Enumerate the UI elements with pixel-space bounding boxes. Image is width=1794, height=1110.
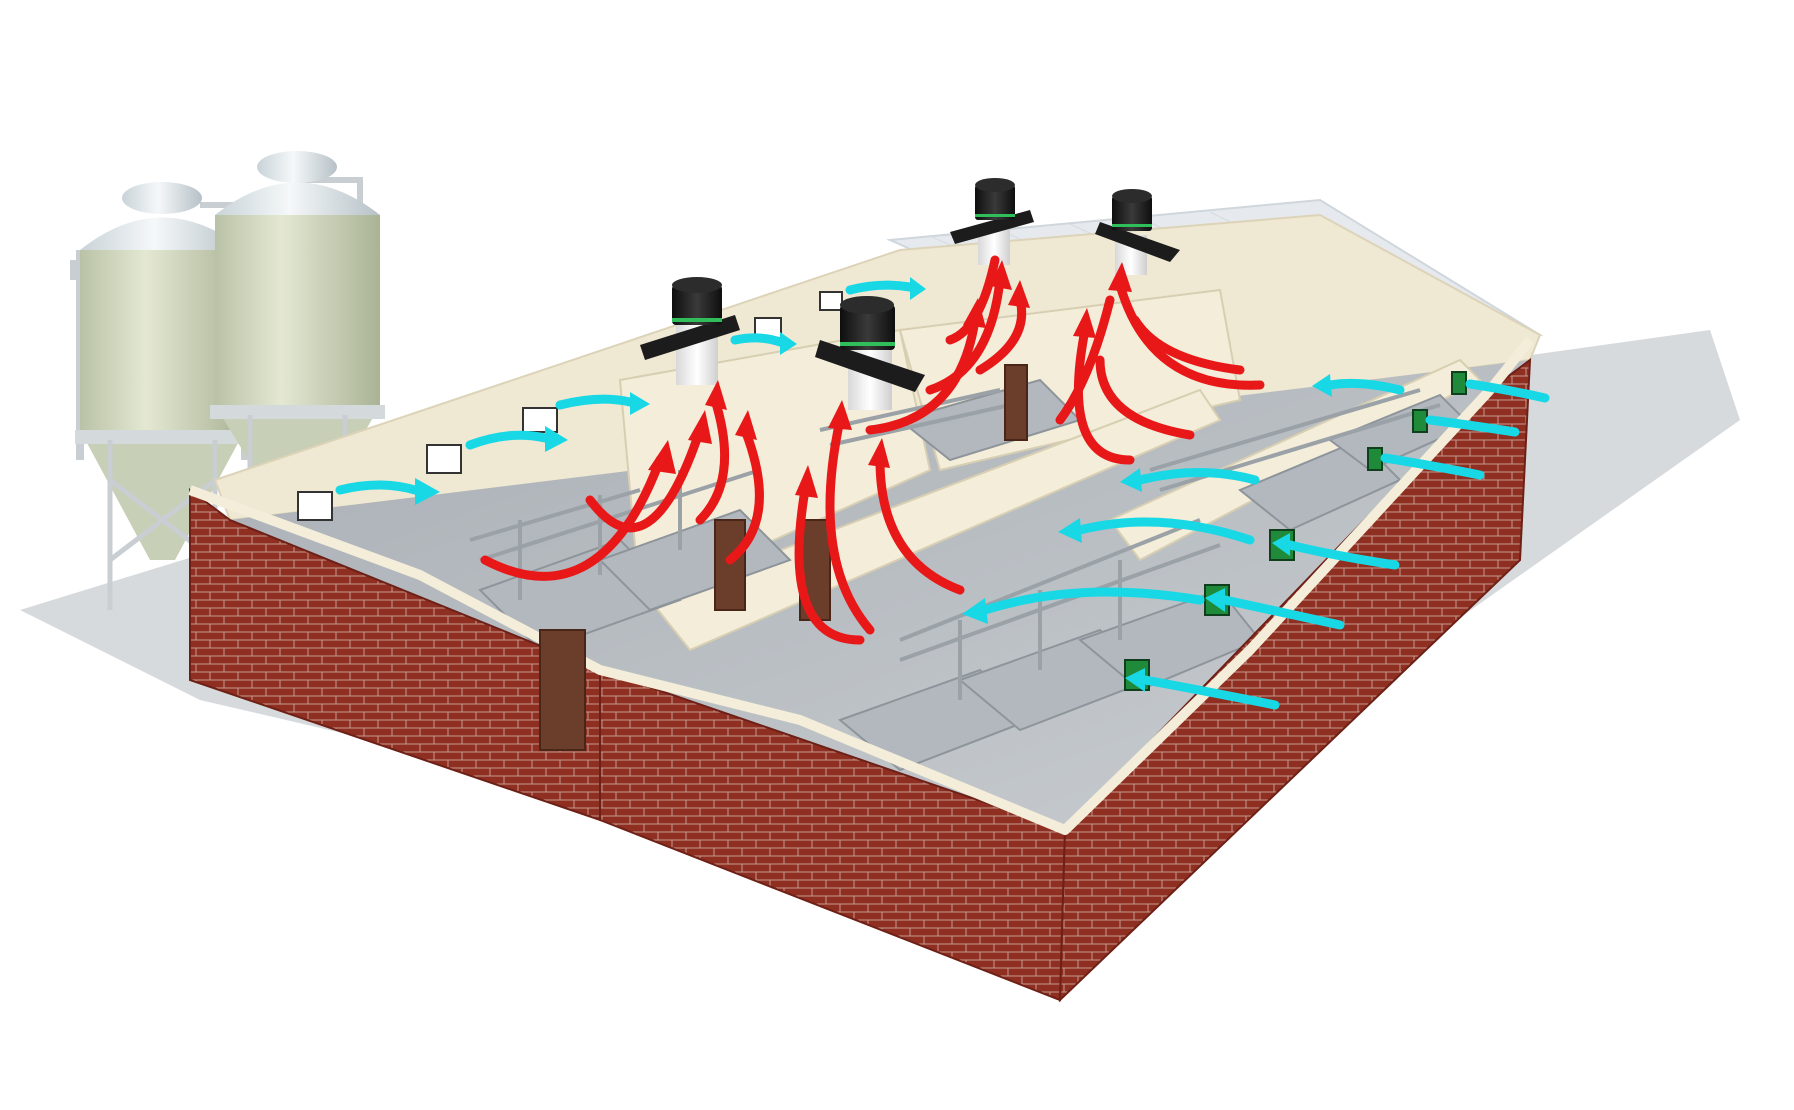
fresh-air-arrow — [730, 333, 785, 347]
fresh-air-arrow — [1135, 468, 1260, 485]
fresh-air-arrow — [1380, 453, 1485, 480]
warm-air-arrow — [1130, 315, 1245, 375]
fresh-air-arrowheads — [415, 277, 1332, 692]
door-room-2 — [714, 519, 746, 611]
door-front — [539, 629, 586, 751]
warm-air-arrow — [925, 275, 1005, 395]
silo-left — [70, 182, 250, 610]
warm-air-arrow — [875, 455, 965, 595]
ceiling-inlet — [426, 444, 462, 474]
ceiling-inlet — [297, 491, 333, 521]
warm-air-arrow — [585, 425, 705, 533]
fresh-air-arrow — [845, 280, 915, 295]
warm-air-arrow — [725, 425, 764, 565]
silo-right — [210, 151, 385, 520]
chimney-4 — [1095, 189, 1180, 275]
silos — [70, 151, 385, 610]
warm-air-arrow — [1073, 325, 1135, 465]
chimneys — [640, 178, 1180, 410]
wall-inlet — [1367, 447, 1383, 471]
ceiling-inlet — [819, 291, 843, 311]
warm-air-arrow — [1055, 295, 1115, 425]
fresh-air-arrow — [1140, 675, 1280, 710]
fresh-air-arrow — [1075, 517, 1255, 545]
warm-air-arrow — [1095, 355, 1195, 440]
ceiling-inlet — [522, 407, 558, 433]
door-room-4 — [1004, 364, 1028, 441]
fresh-air-arrow — [1285, 540, 1400, 570]
chimney-2 — [815, 296, 925, 410]
fresh-air-arrow — [1220, 595, 1345, 630]
warm-air-arrow — [480, 455, 665, 581]
fresh-air-arrow — [980, 587, 1205, 615]
wall-caps — [188, 336, 1534, 835]
fresh-air-arrow — [335, 480, 420, 495]
fresh-air-arrow — [555, 394, 635, 410]
fresh-air-arrow — [1425, 415, 1520, 437]
fresh-air-arrow — [1325, 378, 1405, 395]
ceiling-inlets — [297, 291, 843, 521]
warm-air-arrow — [794, 485, 865, 645]
fresh-air-arrow — [1465, 379, 1550, 403]
fresh-air-arrow — [465, 430, 550, 450]
warm-air-arrow — [695, 395, 730, 525]
fresh-air-arrows — [335, 280, 1550, 710]
warm-air-arrow — [1115, 280, 1265, 390]
warm-air-arrow — [975, 295, 1027, 375]
wall-inlet — [1451, 371, 1467, 395]
warm-air-arrowheads — [648, 260, 1132, 498]
warm-air-arrow — [865, 315, 980, 435]
wall-inlet — [1412, 409, 1428, 433]
chimney-1 — [640, 277, 740, 385]
warm-air-arrow — [825, 415, 875, 635]
